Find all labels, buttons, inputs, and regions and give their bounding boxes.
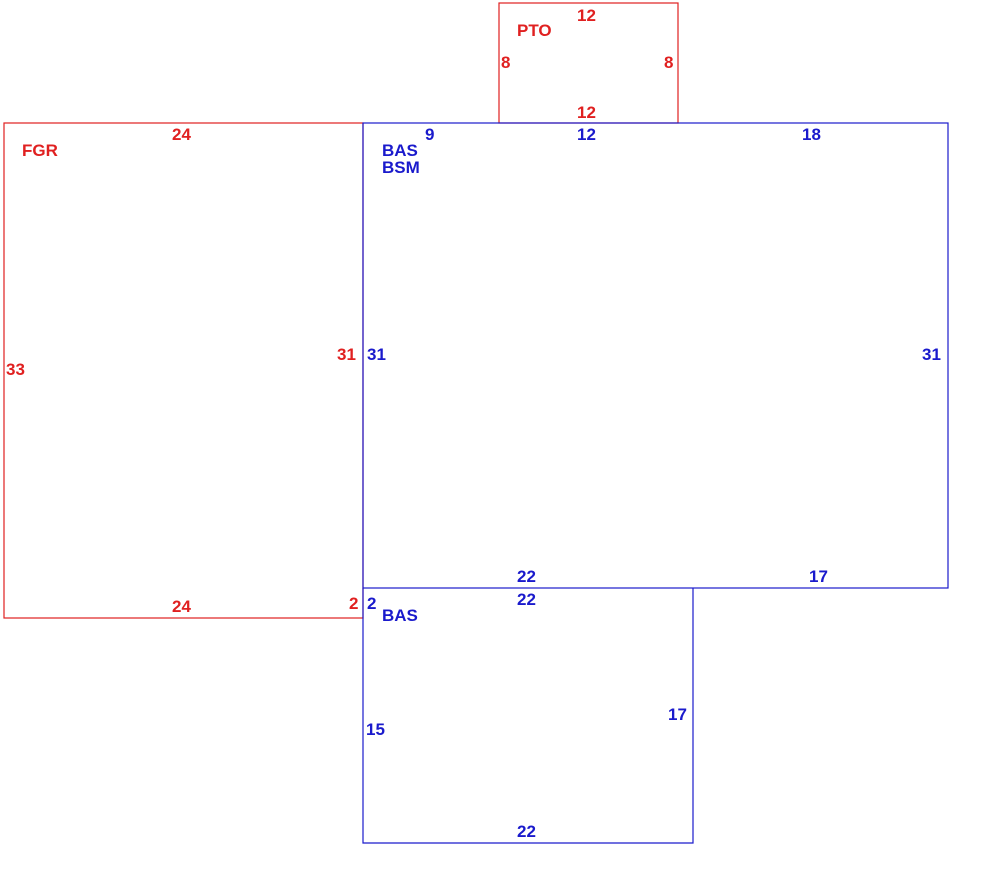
fgr-left-dim: 33 — [6, 360, 25, 379]
bas-bsm-left-dim: 31 — [367, 345, 386, 364]
bas-bsm-top-dim-b: 12 — [577, 125, 596, 144]
bas-bsm-bottom-dim-b: 17 — [809, 567, 828, 586]
bas-lower-label: BAS — [382, 606, 418, 625]
bas-bsm-top-dim-a: 9 — [425, 125, 434, 144]
bas-lower-step-dim: 2 — [367, 594, 376, 613]
fgr-right-dim: 31 — [337, 345, 356, 364]
bas-bsm-right-dim: 31 — [922, 345, 941, 364]
bas-bsm-label-bsm: BSM — [382, 158, 420, 177]
bas-lower-outline — [362, 588, 694, 844]
bas-bsm-bottom-dim-a: 22 — [517, 567, 536, 586]
pto-left-dim: 8 — [501, 53, 510, 72]
bas-lower-top-dim: 22 — [517, 590, 536, 609]
bas-bsm-label-bas: BAS — [382, 141, 418, 160]
fgr-label: FGR — [22, 141, 58, 160]
bas-lower-bottom-dim: 22 — [517, 822, 536, 841]
fgr-bottom-dim: 24 — [172, 597, 191, 616]
bas-lower-right-dim: 17 — [668, 705, 687, 724]
fgr-outline — [3, 122, 364, 619]
fgr-step-dim: 2 — [349, 594, 358, 613]
pto-bottom-dim: 12 — [577, 103, 596, 122]
pto-label: PTO — [517, 21, 552, 40]
pto-top-dim: 12 — [577, 6, 596, 25]
fgr-top-dim: 24 — [172, 125, 191, 144]
bas-lower-left-dim: 15 — [366, 720, 385, 739]
bas-bsm-top-dim-c: 18 — [802, 125, 821, 144]
pto-right-dim: 8 — [664, 53, 673, 72]
bas-bsm-outline — [362, 122, 949, 589]
